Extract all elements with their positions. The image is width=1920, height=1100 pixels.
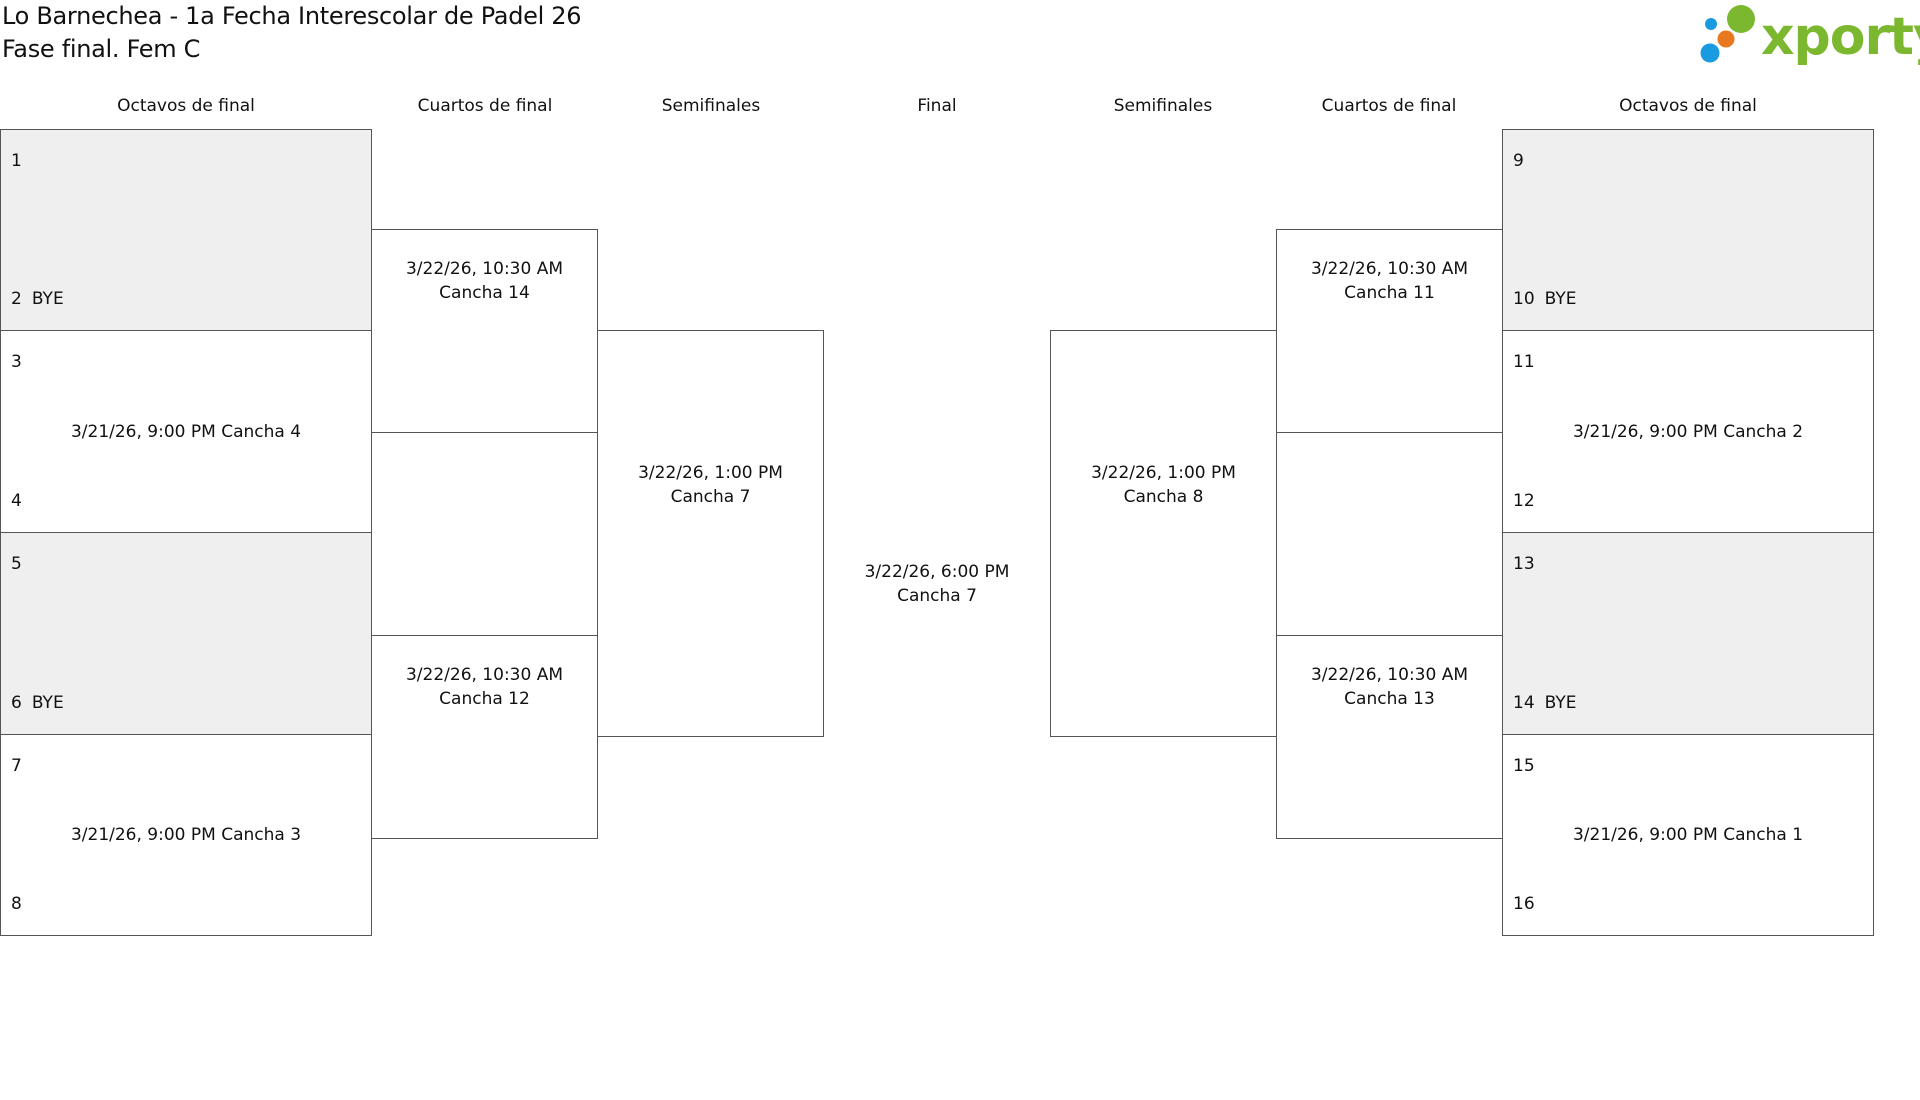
match-date: 3/22/26, 1:00 PM — [638, 463, 783, 483]
team-slot: 14 BYE — [1513, 692, 1577, 714]
page-subtitle: Fase final. Fem C — [2, 35, 201, 63]
team-slot: 5 — [11, 554, 22, 574]
r16-match-5: 9 10 BYE — [1502, 129, 1874, 331]
qf-match-3: 3/22/26, 10:30 AM Cancha 11 — [1276, 229, 1503, 433]
match-info: 3/22/26, 10:30 AM Cancha 11 — [1277, 257, 1502, 305]
col-final: Final — [917, 96, 957, 116]
qf-match-4: 3/22/26, 10:30 AM Cancha 13 — [1276, 635, 1503, 839]
r16-match-3: 5 6 BYE — [0, 532, 372, 735]
xporty-logo: xporty — [1695, 0, 1920, 70]
match-court: Cancha 14 — [439, 283, 530, 303]
final-match: 3/22/26, 6:00 PM Cancha 7 — [824, 560, 1050, 608]
team-slot: 6 BYE — [11, 692, 64, 714]
match-date: 3/22/26, 10:30 AM — [405, 259, 564, 279]
team-slot: 9 — [1513, 151, 1524, 171]
match-date: 3/22/26, 10:30 AM — [405, 665, 564, 685]
match-info: 3/22/26, 10:30 AM Cancha 12 — [372, 663, 597, 711]
sf-match-2: 3/22/26, 1:00 PM Cancha 8 — [1050, 330, 1277, 737]
r16-match-2: 3 3/21/26, 9:00 PM Cancha 4 4 — [0, 330, 372, 533]
seed-number: 2 — [11, 289, 22, 309]
team-slot: 7 — [11, 756, 22, 776]
match-date: 3/22/26, 10:30 AM — [1310, 665, 1469, 685]
match-info: 3/22/26, 1:00 PM Cancha 8 — [1051, 461, 1276, 509]
qf-match-2: 3/22/26, 10:30 AM Cancha 12 — [371, 635, 598, 839]
col-right-r16: Octavos de final — [1619, 96, 1757, 116]
team-slot: 13 — [1513, 554, 1535, 574]
bye-label: BYE — [31, 289, 64, 309]
r16-match-8: 15 3/21/26, 9:00 PM Cancha 1 16 — [1502, 734, 1874, 936]
match-court: Cancha 11 — [1344, 283, 1435, 303]
col-left-r16: Octavos de final — [117, 96, 255, 116]
match-court: Cancha 7 — [670, 487, 751, 507]
col-right-sf: Semifinales — [1113, 96, 1213, 116]
bye-label: BYE — [1544, 693, 1577, 713]
r16-match-1: 1 2 BYE — [0, 129, 372, 331]
team-slot: 11 — [1513, 352, 1535, 372]
r16-match-6: 11 3/21/26, 9:00 PM Cancha 2 12 — [1502, 330, 1874, 533]
team-slot: 10 BYE — [1513, 288, 1577, 310]
r16-match-4: 7 3/21/26, 9:00 PM Cancha 3 8 — [0, 734, 372, 936]
team-slot: 15 — [1513, 756, 1535, 776]
match-info: 3/21/26, 9:00 PM Cancha 2 — [1572, 421, 1804, 442]
sf-match-1: 3/22/26, 1:00 PM Cancha 7 — [597, 330, 824, 737]
team-slot: 3 — [11, 352, 22, 372]
match-info: 3/22/26, 1:00 PM Cancha 7 — [598, 461, 823, 509]
match-court: Cancha 13 — [1344, 689, 1435, 709]
match-date: 3/22/26, 10:30 AM — [1310, 259, 1469, 279]
logo-dots-icon — [1700, 5, 1755, 63]
bye-label: BYE — [31, 693, 64, 713]
col-right-qf: Cuartos de final — [1321, 96, 1457, 116]
match-info: 3/21/26, 9:00 PM Cancha 4 — [70, 421, 302, 442]
match-info: 3/21/26, 9:00 PM Cancha 1 — [1572, 825, 1804, 845]
team-slot: 16 — [1513, 894, 1535, 914]
seed-number: 10 — [1513, 289, 1535, 309]
r16-match-7: 13 14 BYE — [1502, 532, 1874, 735]
team-slot: 12 — [1513, 491, 1535, 511]
bye-label: BYE — [1544, 289, 1577, 309]
seed-number: 14 — [1513, 693, 1535, 713]
match-court: Cancha 8 — [1123, 487, 1204, 507]
match-court: Cancha 7 — [897, 586, 977, 606]
match-info: 3/21/26, 9:00 PM Cancha 3 — [70, 825, 302, 845]
col-left-sf: Semifinales — [661, 96, 761, 116]
qf-match-1: 3/22/26, 10:30 AM Cancha 14 — [371, 229, 598, 433]
match-court: Cancha 12 — [439, 689, 530, 709]
match-info: 3/22/26, 10:30 AM Cancha 14 — [372, 257, 597, 305]
team-slot: 2 BYE — [11, 288, 64, 310]
match-date: 3/22/26, 6:00 PM — [864, 562, 1010, 582]
seed-number: 6 — [11, 693, 22, 713]
logo-text: xporty — [1761, 7, 1920, 67]
match-info: 3/22/26, 10:30 AM Cancha 13 — [1277, 663, 1502, 711]
team-slot: 4 — [11, 491, 22, 511]
page-title: Lo Barnechea - 1a Fecha Interescolar de … — [2, 2, 582, 30]
team-slot: 8 — [11, 894, 22, 914]
col-left-qf: Cuartos de final — [417, 96, 553, 116]
match-date: 3/22/26, 1:00 PM — [1091, 463, 1236, 483]
team-slot: 1 — [11, 151, 22, 171]
